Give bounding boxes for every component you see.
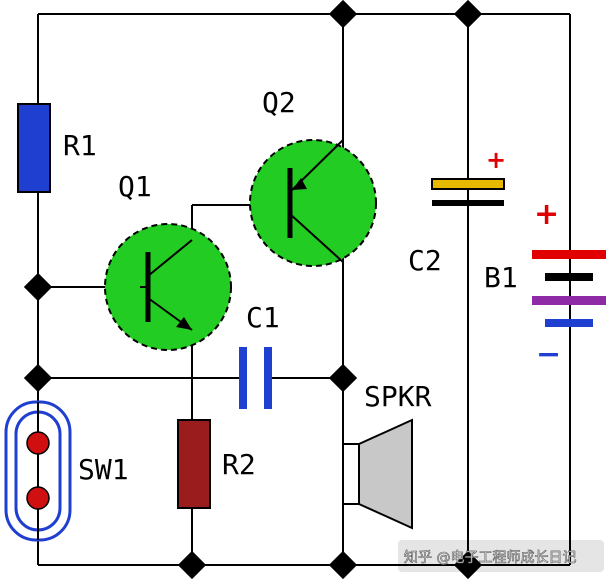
q2-emitter-arrow bbox=[292, 178, 307, 190]
junction-dot bbox=[328, 0, 358, 29]
sw1-label: SW1 bbox=[78, 453, 129, 486]
c1-plate-left bbox=[239, 347, 247, 409]
q1-transistor bbox=[104, 223, 232, 351]
b1-label: B1 bbox=[484, 261, 518, 294]
r1-resistor bbox=[17, 103, 51, 193]
q2-transistor bbox=[249, 139, 377, 267]
q1-body bbox=[104, 223, 232, 351]
b1-plate-black bbox=[545, 273, 593, 281]
q1-collector-lead bbox=[147, 239, 193, 277]
c2-plate-bottom bbox=[432, 200, 504, 206]
c1-label: C1 bbox=[246, 301, 280, 334]
q2-collector-lead bbox=[289, 213, 344, 263]
junction-dot bbox=[453, 0, 483, 29]
junctions bbox=[23, 0, 483, 580]
sw1-contact-top bbox=[26, 431, 50, 455]
sw1-contact-bottom bbox=[26, 486, 50, 510]
b1-plate-blue bbox=[545, 319, 593, 327]
b1-plate-purple bbox=[532, 296, 606, 305]
watermark-text: 知乎 @电子工程师成长日记 bbox=[404, 549, 576, 566]
q2-label: Q2 bbox=[262, 86, 296, 119]
q1-emitter-arrow bbox=[176, 317, 192, 330]
labels: R1 R2 Q1 Q2 C1 C2 B1 SW1 SPKR + + − bbox=[63, 86, 561, 486]
c1-plate-right bbox=[264, 347, 272, 409]
b1-minus-sign: − bbox=[536, 337, 561, 372]
spkr-label: SPKR bbox=[364, 380, 432, 413]
q1-label: Q1 bbox=[118, 170, 152, 203]
speaker-cone bbox=[358, 418, 413, 530]
junction-dot bbox=[328, 550, 358, 580]
sw1-switch bbox=[4, 400, 72, 542]
r2-label: R2 bbox=[222, 448, 256, 481]
b1-plate-red bbox=[532, 250, 606, 259]
c2-plate-top bbox=[431, 178, 505, 190]
speaker bbox=[342, 418, 413, 530]
junction-dot bbox=[328, 363, 358, 393]
junction-dot bbox=[23, 363, 53, 393]
junction-dot bbox=[23, 272, 53, 302]
watermark: 知乎 @电子工程师成长日记 bbox=[398, 540, 604, 572]
r1-label: R1 bbox=[63, 129, 97, 162]
speaker-magnet bbox=[342, 443, 360, 505]
c1-gap bbox=[247, 374, 264, 382]
r2-resistor bbox=[177, 419, 211, 509]
q2-body bbox=[249, 139, 377, 267]
c2-label: C2 bbox=[408, 244, 442, 277]
c2-plus-sign: + bbox=[486, 146, 506, 174]
junction-dot bbox=[453, 550, 483, 580]
b1-plus-sign: + bbox=[534, 197, 559, 232]
junction-dot bbox=[177, 550, 207, 580]
